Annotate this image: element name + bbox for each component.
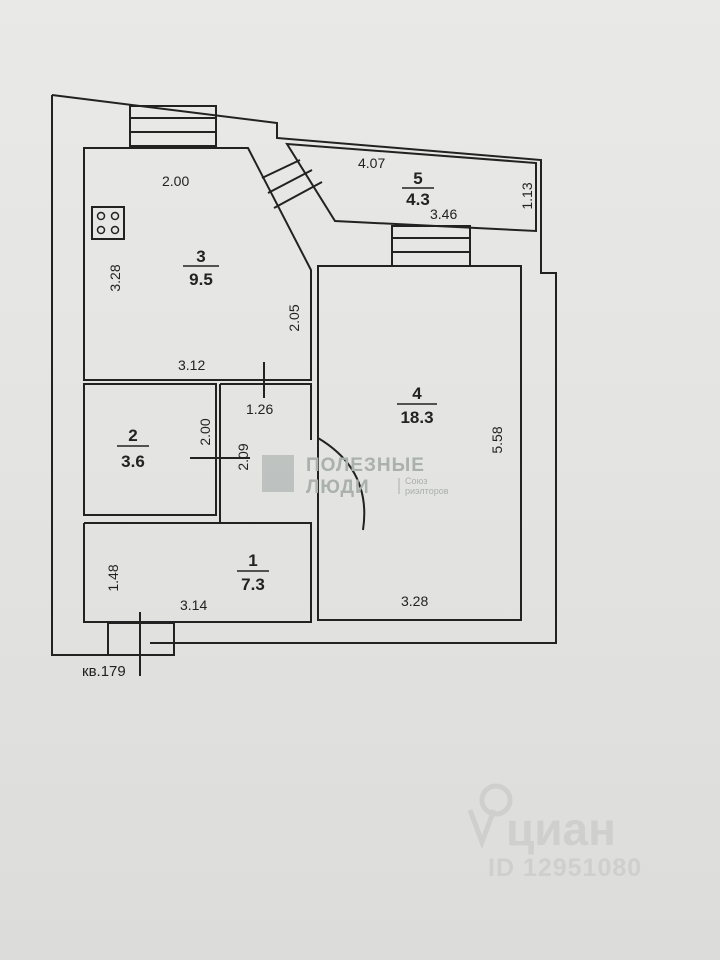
room-4-number: 4 bbox=[412, 384, 422, 403]
dim-living-bottom: 3.28 bbox=[401, 593, 428, 609]
room-3-outline bbox=[83, 147, 312, 381]
cian-site-name: циан bbox=[506, 803, 616, 855]
room-1-outline bbox=[83, 522, 312, 623]
corridor-outline bbox=[220, 383, 312, 440]
hatch-line bbox=[267, 169, 313, 194]
cian-listing-id: ID 12951080 bbox=[488, 854, 642, 882]
cian-watermark: циан ID 12951080 bbox=[467, 783, 642, 882]
dim-balcony-bottom: 3.46 bbox=[430, 206, 457, 222]
stove-icon bbox=[91, 206, 125, 240]
outer-wall-top bbox=[51, 94, 557, 644]
dim-corridor-side: 2.09 bbox=[235, 443, 251, 470]
room-2-outline bbox=[83, 383, 217, 516]
brand-line-2: ЛЮДИ bbox=[306, 477, 370, 498]
walls bbox=[51, 94, 557, 676]
dim-kitchen-right: 2.05 bbox=[286, 304, 302, 331]
location-pin-icon bbox=[467, 783, 513, 850]
dim-balcony-side: 1.13 bbox=[519, 182, 535, 209]
room-3-number: 3 bbox=[196, 247, 205, 266]
dim-hall-side: 1.48 bbox=[105, 564, 121, 591]
dim-balcony-top: 4.07 bbox=[358, 155, 385, 171]
dim-bathroom-side: 2.00 bbox=[197, 418, 213, 445]
room-5-area: 4.3 bbox=[406, 190, 430, 209]
brand-line-1: ПОЛЕЗНЫЕ bbox=[306, 455, 425, 476]
window-top bbox=[129, 105, 217, 147]
brand-sub-1: Союз bbox=[405, 476, 427, 486]
dim-hall-bottom: 3.14 bbox=[180, 597, 207, 613]
window-balcony bbox=[391, 225, 471, 267]
brand-watermark: ПОЛЕЗНЫЕ ЛЮДИ Союз риэлторов bbox=[262, 455, 449, 498]
room-3-area: 9.5 bbox=[189, 270, 213, 289]
brand-logo-icon bbox=[262, 455, 294, 492]
outer-wall bbox=[51, 95, 150, 656]
dim-corridor-top: 1.26 bbox=[246, 401, 273, 417]
hatch-line bbox=[261, 159, 301, 179]
apartment-label: кв.179 bbox=[82, 663, 126, 680]
room-1-number: 1 bbox=[248, 551, 257, 570]
room-4-area: 18.3 bbox=[400, 408, 433, 427]
dim-kitchen-top: 2.00 bbox=[162, 173, 189, 189]
dim-kitchen-bottom: 3.12 bbox=[178, 357, 205, 373]
brand-sub-2: риэлторов bbox=[405, 486, 449, 496]
room-1-area: 7.3 bbox=[241, 575, 265, 594]
door-swing bbox=[317, 437, 366, 531]
dim-kitchen-side: 3.28 bbox=[107, 264, 123, 291]
hatch-line bbox=[273, 181, 323, 209]
room-2-area: 3.6 bbox=[121, 452, 145, 471]
dim-living-side: 5.58 bbox=[489, 426, 505, 453]
room-2-number: 2 bbox=[128, 426, 137, 445]
room-5-number: 5 bbox=[413, 169, 422, 188]
room-5-outline bbox=[285, 142, 537, 233]
